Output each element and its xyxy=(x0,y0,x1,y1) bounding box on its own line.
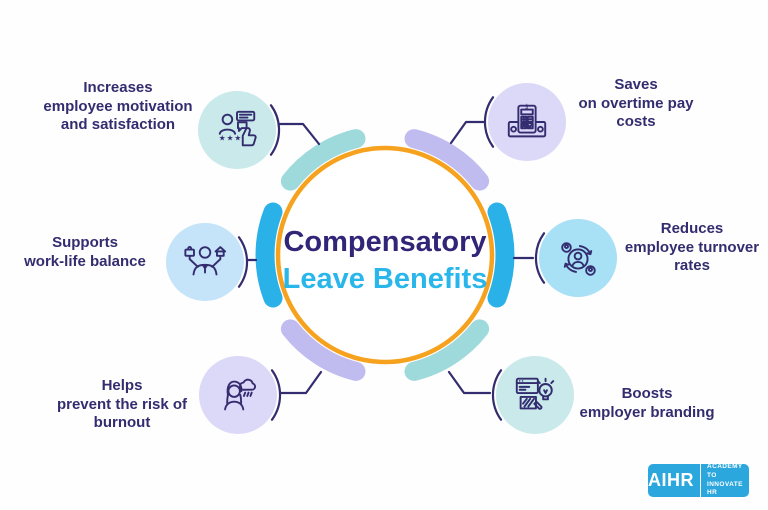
benefit-label-turnover: Reduces employee turnover rates xyxy=(624,220,760,275)
svg-text:$: $ xyxy=(525,105,529,111)
paren-arc-left xyxy=(237,236,249,288)
benefit-label-employer-branding: Boosts employer branding xyxy=(579,385,715,421)
paren-arc-bottom-right xyxy=(491,369,503,421)
icon-badge-motivation: ★★★ xyxy=(198,91,276,169)
icon-badge-employer-branding xyxy=(496,356,574,434)
infographic-title: Compensatory Leave Benefits xyxy=(264,226,506,296)
svg-text:★★★: ★★★ xyxy=(219,134,242,143)
icon-badge-turnover xyxy=(539,219,617,297)
arc-segment-right xyxy=(487,202,515,308)
center-ring xyxy=(275,145,495,365)
employee-turnover-icon xyxy=(561,242,596,276)
burnout-prevention-icon xyxy=(224,378,256,411)
arc-segment-top-left xyxy=(280,129,366,191)
paren-arc-top-left xyxy=(269,104,281,156)
benefit-label-motivation: Increases employee motivation and satisf… xyxy=(43,79,193,134)
benefit-label-burnout: Helps prevent the risk of burnout xyxy=(56,377,188,432)
title-line-primary: Compensatory xyxy=(283,226,487,258)
benefit-label-work-life-balance: Supports work-life balance xyxy=(24,234,146,270)
arc-segment-left xyxy=(255,202,283,308)
icon-badge-work-life-balance xyxy=(166,223,244,301)
brand-logo-text: AIHR xyxy=(648,470,694,490)
brand-logo: AIHR ACADEMY TO INNOVATE HR xyxy=(648,462,749,499)
benefit-label-overtime-savings: Saves on overtime pay costs xyxy=(578,76,694,131)
connector-bottom-left xyxy=(279,370,323,395)
connector-top-left xyxy=(278,122,321,146)
connector-bottom-right xyxy=(447,370,492,395)
brand-logo-tagline: ACADEMY TO INNOVATE HR xyxy=(700,462,749,499)
employer-branding-icon xyxy=(515,377,555,410)
work-life-balance-icon xyxy=(184,246,227,276)
paren-arc-bottom-left xyxy=(270,369,282,421)
paren-arc-right xyxy=(534,232,546,284)
arc-segment-bottom-right xyxy=(404,319,490,381)
connector-top-right xyxy=(449,120,486,145)
arc-segment-top-right xyxy=(404,129,490,191)
arc-segment-bottom-left xyxy=(280,319,366,381)
icon-badge-overtime-savings: $ xyxy=(488,83,566,161)
title-line-accent: Leave Benefits xyxy=(282,262,488,295)
icon-badge-burnout xyxy=(199,356,277,434)
overtime-pay-savings-icon: $ xyxy=(507,105,547,138)
employee-motivation-icon: ★★★ xyxy=(218,110,257,147)
